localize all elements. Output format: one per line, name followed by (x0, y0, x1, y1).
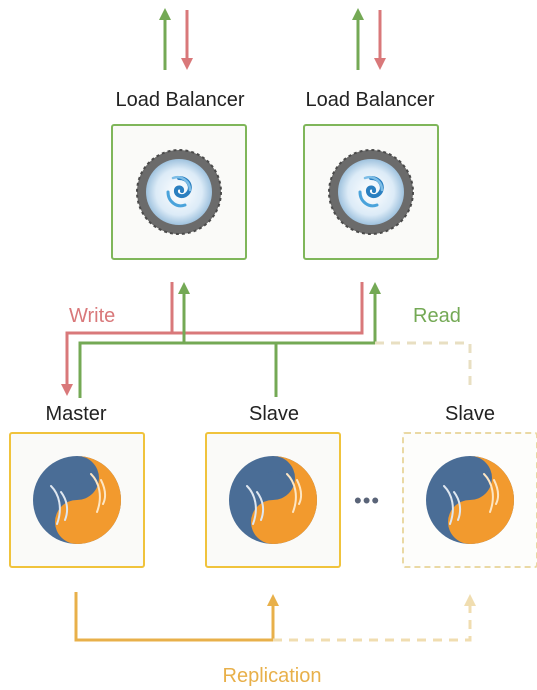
replication-arrowhead (267, 594, 279, 606)
top-green-arrow-right (352, 8, 364, 70)
slave-db-2[interactable] (402, 432, 537, 568)
slave-label-1: Slave (248, 403, 300, 425)
read-path (78, 292, 377, 398)
replication-arrowhead-optional (464, 594, 476, 606)
master-db[interactable] (9, 432, 145, 568)
load-balancer-label-2: Load Balancer (305, 89, 435, 111)
read-arrowhead-left (178, 282, 190, 294)
write-path (65, 282, 364, 386)
top-green-arrow-left (159, 8, 171, 70)
mysql-icon (426, 456, 514, 544)
replication-path (74, 592, 275, 642)
write-label: Write (69, 305, 116, 327)
read-label: Read (413, 305, 461, 327)
load-balancer-2[interactable] (303, 124, 439, 260)
load-balancer-1[interactable] (111, 124, 247, 260)
load-balancer-icon (136, 149, 222, 235)
slave-db-1[interactable] (205, 432, 341, 568)
master-label: Master (45, 403, 107, 425)
mysql-icon (229, 456, 317, 544)
read-arrowhead-right (369, 282, 381, 294)
ellipsis-more-slaves: ••• (354, 488, 381, 513)
top-red-arrow-left (181, 10, 193, 70)
slave-label-2: Slave (444, 403, 496, 425)
mysql-icon (33, 456, 121, 544)
load-balancer-label-1: Load Balancer (115, 89, 245, 111)
load-balancer-icon (328, 149, 414, 235)
write-arrowhead (61, 384, 73, 396)
top-red-arrow-right (374, 10, 386, 70)
read-path-optional (375, 341, 472, 392)
replication-label: Replication (222, 665, 322, 687)
replication-path-optional (273, 604, 472, 642)
